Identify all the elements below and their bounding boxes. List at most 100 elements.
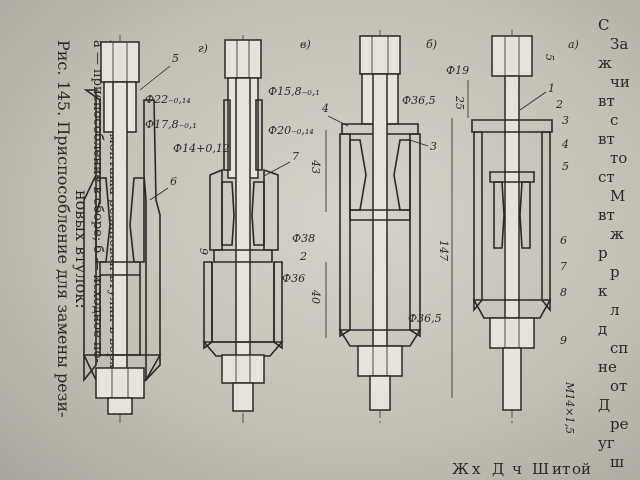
ring-2 <box>213 249 273 263</box>
label-2: 2 <box>299 250 307 263</box>
label-d36-5-bot: Ф36,5 <box>408 312 442 325</box>
rubber-bushing-right <box>519 181 531 249</box>
housing-wall-right <box>409 133 421 338</box>
view-label-g: г) <box>198 42 208 55</box>
view-label-a: а) <box>568 38 579 51</box>
edge-text-fragment: вт <box>598 92 615 110</box>
divider-ring <box>349 209 411 221</box>
central-shaft <box>112 81 128 383</box>
label-43: 43 <box>309 159 322 174</box>
edge-text-fragment: ж <box>598 54 612 72</box>
edge-text-fragment: от <box>610 377 627 395</box>
part-number-7: 7 <box>560 260 567 273</box>
edge-text-fragment: р <box>598 244 608 262</box>
caption-line3: а — приспособление в сборе; б — исходное… <box>90 40 105 363</box>
edge-text-fragment: с <box>610 111 618 129</box>
housing-wall-left <box>83 89 101 383</box>
housing-wall-left <box>339 133 351 338</box>
shaft-end <box>369 375 391 411</box>
label-5: 5 <box>543 54 556 61</box>
part-number-7: 7 <box>292 150 299 163</box>
caption-line2: новых втулок: <box>72 190 91 309</box>
part-number-2: 2 <box>555 98 563 111</box>
edge-text-fragment: С <box>598 16 609 34</box>
bottom-text-fragment: ит <box>552 460 570 478</box>
edge-text-fragment: к <box>598 282 608 300</box>
part-number-4: 4 <box>561 138 569 151</box>
bottom-text-fragment: Ш <box>532 460 549 478</box>
cap-plate <box>471 119 553 133</box>
bottom-text-fragment: ой <box>572 460 591 478</box>
part-number-4: 4 <box>321 102 329 115</box>
label-25: 25 <box>453 95 466 110</box>
edge-text-fragment: л <box>610 301 620 319</box>
hex-nut-top <box>491 35 533 77</box>
label-d22: Ф22₋₀,₁₄ <box>145 93 191 106</box>
lower-cup <box>338 329 422 347</box>
rubber-bushing-right <box>251 181 265 246</box>
label-d36: Ф36 <box>282 272 305 285</box>
hex-nut-bottom <box>95 367 145 399</box>
inner-sleeve <box>489 171 535 183</box>
housing-wall-left <box>473 131 483 313</box>
part-number-1: 1 <box>548 82 555 95</box>
part-number-5: 5 <box>172 52 179 65</box>
bottom-text-fragment: Д <box>492 460 504 478</box>
rubber-bushing-right <box>393 139 411 211</box>
rubber-bushing <box>349 139 367 211</box>
edge-text-fragment: уг <box>598 434 615 452</box>
rubber-bushing-right <box>129 177 145 263</box>
central-shaft <box>235 77 251 379</box>
threaded-end <box>502 347 522 411</box>
part-number-3: 3 <box>562 114 569 127</box>
edge-text-fragment: ст <box>598 168 615 186</box>
housing-wall-left <box>209 168 223 251</box>
label-40: 40 <box>309 289 322 304</box>
housing-wall-right <box>541 131 551 313</box>
hex-nut-top <box>100 41 140 83</box>
label-9: 9 <box>197 248 210 255</box>
bottom-text-fragment: ч <box>512 460 522 478</box>
edge-text-fragment: ж <box>610 225 624 243</box>
label-thread-m14: M14×1,5 <box>563 381 576 434</box>
label-d15-8: Ф15,8₋₀,₁ <box>268 85 320 98</box>
housing-wall-right <box>263 168 279 251</box>
edge-text-fragment: р <box>610 263 620 281</box>
label-d14: Ф14+0,12 <box>173 142 230 155</box>
rubber-bushing <box>493 181 505 249</box>
label-d36-5-top: Ф36,5 <box>402 94 436 107</box>
part-number-3: 3 <box>430 140 437 153</box>
label-d38: Ф38 <box>292 232 315 245</box>
cup-wall-left <box>203 261 213 350</box>
bottom-plate <box>82 354 162 381</box>
guide-right <box>255 99 263 171</box>
part-number-6: 6 <box>170 175 177 188</box>
view-b-assembly: в) 43 40 4 3 Ф36,5 Ф36,5 <box>300 30 442 425</box>
label-d19: Ф19 <box>446 64 469 77</box>
view-g-assembly: Ф22₋₀,₁₄ Ф17,8₋₀,₁ 5 6 <box>82 35 197 425</box>
housing-wall-right <box>143 99 161 383</box>
edge-text-fragment: вт <box>598 206 615 224</box>
view-a-assembly: б) а) 147 25 Ф19 5 M14×1,5 1 2 3 4 5 6 7… <box>426 30 579 434</box>
shaft-end <box>232 382 254 412</box>
view-v-assembly: г) Ф15,8₋₀,₁ Ф20₋₀,₁₄ Ф14+0,12 7 Ф38 2 Ф… <box>173 35 320 425</box>
edge-text-fragment: не <box>598 358 617 376</box>
shaft-end <box>107 397 133 415</box>
rubber-bushing <box>95 177 111 263</box>
edge-text-fragment: чи <box>610 73 630 91</box>
central-shaft <box>372 73 388 385</box>
view-label-v: в) <box>300 38 311 51</box>
bottom-text-fragment: Ж <box>452 460 469 478</box>
edge-text-fragment: вт <box>598 130 615 148</box>
hex-nut-top <box>224 39 262 79</box>
part-number-5: 5 <box>562 160 569 173</box>
part-number-9: 9 <box>560 334 567 347</box>
bottom-plate <box>202 341 284 357</box>
hex-nut-top <box>359 35 401 75</box>
edge-text-fragment: ш <box>610 453 624 471</box>
view-label-b: б) <box>426 38 437 51</box>
cup-wall-right <box>273 261 283 350</box>
